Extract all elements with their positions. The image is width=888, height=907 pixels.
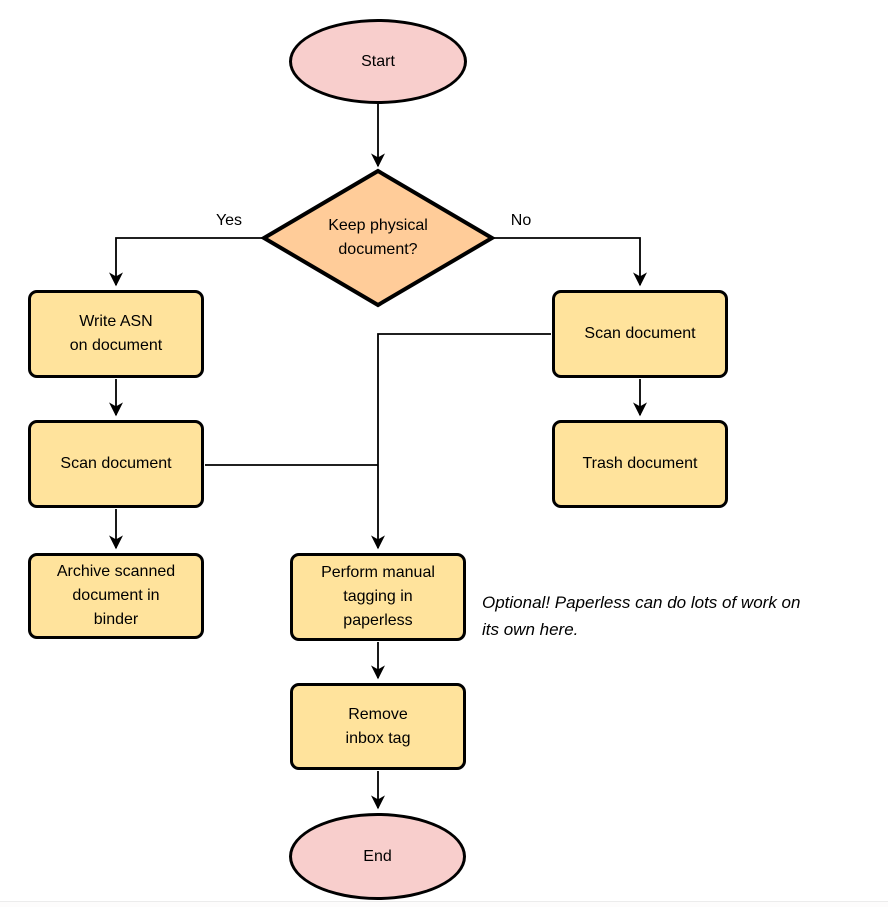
node-write-asn: Write ASN on document — [28, 290, 204, 378]
node-scan-document-left: Scan document — [28, 420, 204, 508]
node-manual-tagging: Perform manual tagging in paperless — [290, 553, 466, 641]
page-bottom-divider — [0, 901, 888, 907]
node-trash-document: Trash document — [552, 420, 728, 508]
node-start: Start — [289, 19, 467, 104]
edge-decision-yes — [109, 237, 264, 287]
decision-diamond-shape — [260, 168, 496, 308]
edge-label-yes: Yes — [199, 211, 259, 231]
edge-decision-no — [492, 237, 647, 287]
edge-label-no: No — [492, 211, 550, 231]
edge-scanright-to-tagging — [371, 333, 551, 550]
node-archive-binder: Archive scanned document in binder — [28, 553, 204, 639]
optional-note: Optional! Paperless can do lots of work … — [482, 593, 801, 639]
node-remove-inbox-tag: Remove inbox tag — [290, 683, 466, 770]
node-end: End — [289, 813, 466, 900]
node-decision-label: Keep physical document? — [328, 217, 428, 258]
node-scan-document-right: Scan document — [552, 290, 728, 378]
